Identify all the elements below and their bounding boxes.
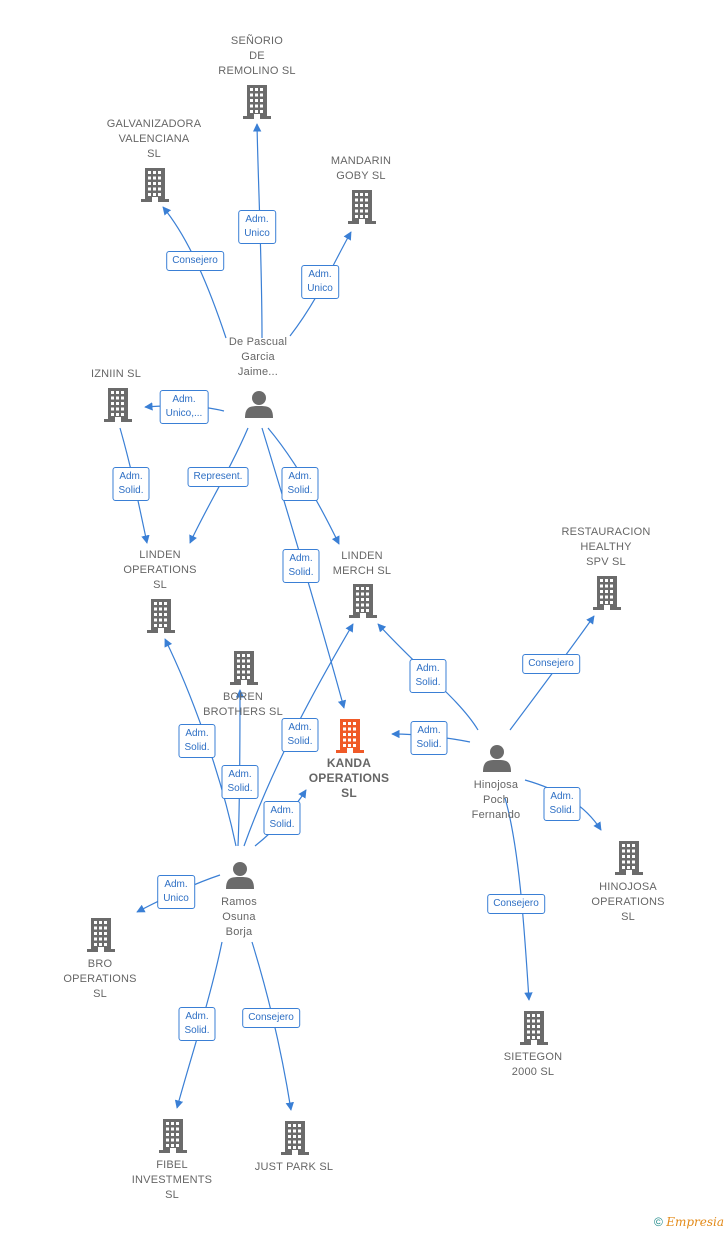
node-linden_merch[interactable]: LINDEN MERCH SL (333, 549, 391, 579)
role-label[interactable]: Adm. Unico (157, 875, 195, 909)
role-label[interactable]: Adm. Solid. (263, 801, 301, 835)
node-label: BOREN BROTHERS SL (203, 691, 283, 718)
node-label: IZNIIN SL (90, 368, 142, 380)
node-restauracion[interactable]: RESTAURACION HEALTHY SPV SL (562, 525, 651, 570)
node-label: MANDARIN GOBY SL (330, 155, 392, 182)
role-label[interactable]: Adm. Solid. (281, 718, 319, 752)
role-label[interactable]: Adm. Unico,... (159, 390, 209, 424)
building-icon[interactable] (615, 841, 643, 875)
empresia-logo: Empresia (666, 1215, 724, 1229)
role-label[interactable]: Adm. Unico (301, 265, 339, 299)
building-icon[interactable] (349, 584, 377, 618)
building-icon[interactable] (520, 1011, 548, 1045)
role-label[interactable]: Adm. Solid. (409, 659, 447, 693)
node-label: RESTAURACION HEALTHY SPV SL (561, 526, 651, 568)
role-label[interactable]: Represent. (187, 467, 249, 487)
building-icon[interactable] (593, 576, 621, 610)
building-icon[interactable] (87, 918, 115, 952)
role-label[interactable]: Consejero (166, 251, 224, 271)
person-icon[interactable] (245, 391, 273, 418)
building-icon[interactable] (141, 168, 169, 202)
node-label: HINOJOSA OPERATIONS SL (591, 881, 665, 923)
footer-brand: © Empresia (654, 1215, 724, 1229)
role-label[interactable]: Adm. Unico (238, 210, 276, 244)
node-mandarin[interactable]: MANDARIN GOBY SL (331, 154, 391, 184)
node-label: KANDA OPERATIONS SL (308, 756, 390, 800)
node-label: LINDEN MERCH SL (332, 550, 392, 577)
edge-ramos-to-justpark (251, 941, 294, 1111)
node-senorio[interactable]: SEÑORIO DE REMOLINO SL (218, 34, 295, 79)
building-icon[interactable] (348, 190, 376, 224)
node-label: De Pascual Garcia Jaime... (228, 336, 288, 378)
role-label[interactable]: Adm. Solid. (410, 721, 448, 755)
building-icon[interactable] (104, 388, 132, 422)
edge-depascual-to-galvan (162, 206, 227, 339)
role-label[interactable]: Adm. Solid. (282, 549, 320, 583)
role-label[interactable]: Adm. Solid. (543, 787, 581, 821)
person-icon[interactable] (483, 745, 511, 772)
role-label[interactable]: Adm. Solid. (112, 467, 150, 501)
edge-depascual-to-linden_ops (189, 427, 249, 544)
node-galvan[interactable]: GALVANIZADORA VALENCIANA SL (107, 117, 202, 162)
copyright-symbol: © (654, 1215, 663, 1229)
role-label[interactable]: Consejero (242, 1008, 300, 1028)
node-bro[interactable]: BRO OPERATIONS SL (63, 957, 136, 1002)
node-depascual[interactable]: De Pascual Garcia Jaime... (229, 335, 287, 380)
building-icon[interactable] (147, 599, 175, 633)
node-hinojosa_ops[interactable]: HINOJOSA OPERATIONS SL (591, 880, 664, 925)
node-izniin[interactable]: IZNIIN SL (91, 367, 141, 382)
node-sietegon[interactable]: SIETEGON 2000 SL (504, 1050, 562, 1080)
role-label[interactable]: Adm. Solid. (281, 467, 319, 501)
building-icon[interactable] (230, 651, 258, 685)
building-icon[interactable] (243, 85, 271, 119)
node-boren[interactable]: BOREN BROTHERS SL (203, 690, 283, 720)
node-label: JUST PARK SL (254, 1161, 334, 1173)
building-icon[interactable] (159, 1119, 187, 1153)
node-justpark[interactable]: JUST PARK SL (255, 1160, 333, 1175)
node-label: GALVANIZADORA VALENCIANA SL (106, 118, 202, 160)
person-icon[interactable] (226, 862, 254, 889)
node-ramos[interactable]: Ramos Osuna Borja (221, 895, 257, 940)
node-label: SIETEGON 2000 SL (503, 1051, 563, 1078)
node-label: Ramos Osuna Borja (221, 896, 257, 938)
role-label[interactable]: Consejero (487, 894, 545, 914)
role-label[interactable]: Adm. Solid. (221, 765, 259, 799)
role-label[interactable]: Adm. Solid. (178, 724, 216, 758)
node-label: Hinojosa Poch Fernando (471, 779, 521, 821)
building-icon-focus[interactable] (336, 719, 364, 753)
node-hinojosa[interactable]: Hinojosa Poch Fernando (472, 778, 521, 823)
node-kanda[interactable]: KANDA OPERATIONS SL (309, 756, 389, 801)
node-fibel[interactable]: FIBEL INVESTMENTS SL (132, 1158, 212, 1203)
node-linden_ops[interactable]: LINDEN OPERATIONS SL (123, 548, 196, 593)
node-label: SEÑORIO DE REMOLINO SL (218, 35, 296, 77)
node-label: BRO OPERATIONS SL (63, 958, 137, 1000)
node-label: FIBEL INVESTMENTS SL (131, 1159, 213, 1201)
node-label: LINDEN OPERATIONS SL (123, 549, 197, 591)
role-label[interactable]: Adm. Solid. (178, 1007, 216, 1041)
building-icon[interactable] (281, 1121, 309, 1155)
role-label[interactable]: Consejero (522, 654, 580, 674)
